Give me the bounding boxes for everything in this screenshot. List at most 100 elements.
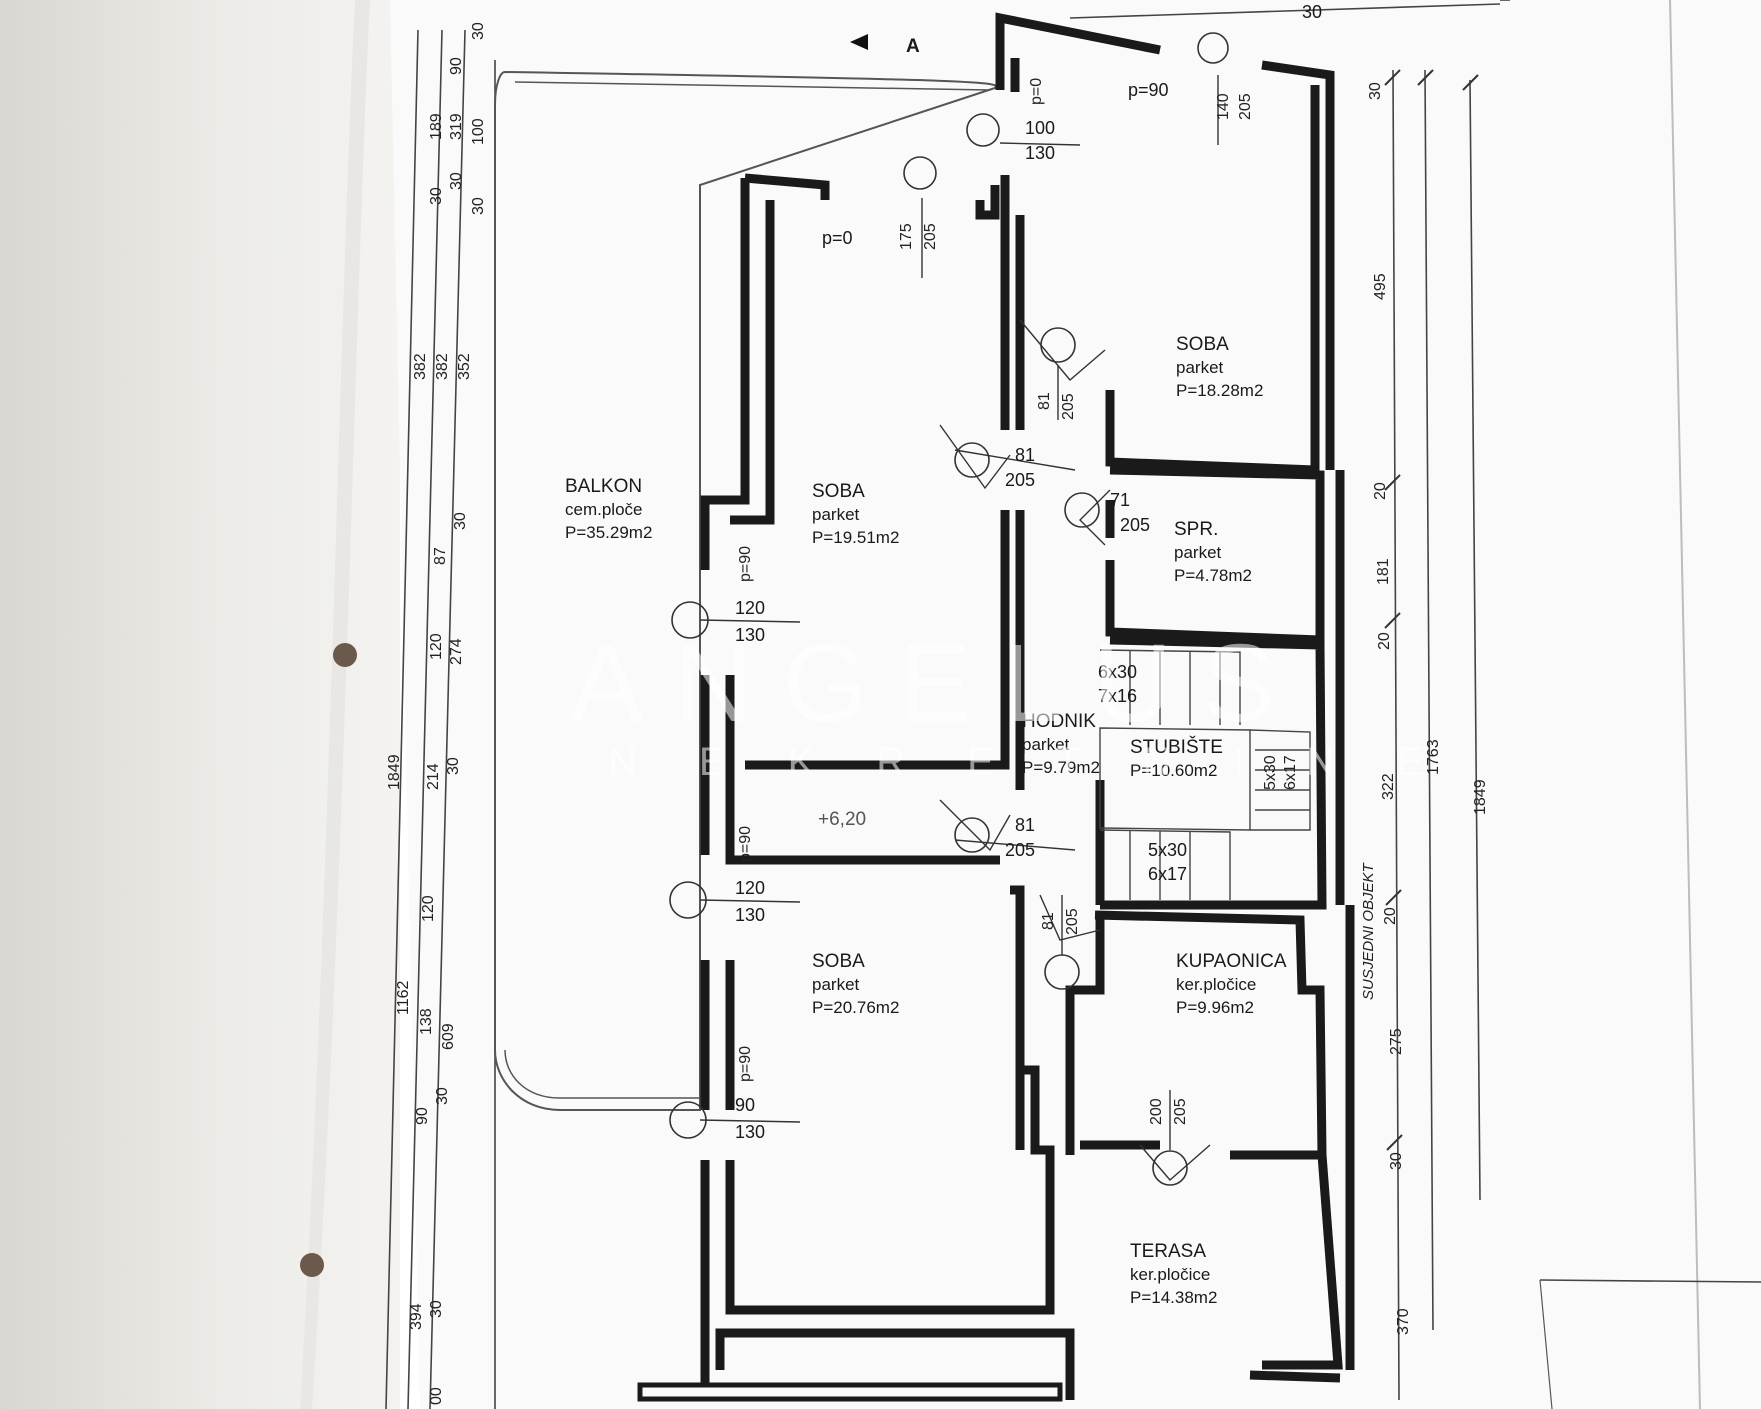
window-width: 120	[735, 878, 766, 898]
opening-width: 81	[1036, 392, 1053, 410]
right-dim-ticks	[1384, 69, 1479, 1151]
left-dim: 382	[412, 353, 429, 380]
window-height: 130	[735, 625, 766, 645]
stair-dim: 6x30	[1098, 662, 1138, 682]
opening-height: 130	[1025, 143, 1056, 163]
right-dim: 30	[1388, 1152, 1405, 1170]
left-dim: 214	[425, 763, 442, 790]
parapet-label: p=90	[737, 1045, 754, 1082]
left-dim: 100	[470, 118, 487, 145]
room-name: TERASA	[1130, 1241, 1207, 1262]
stair-lines	[1099, 649, 1311, 900]
room-area: P=9.96m2	[1176, 998, 1254, 1017]
window-height: 130	[735, 1122, 766, 1142]
room-finish: cem.ploče	[565, 500, 643, 519]
opening-width: 81	[1040, 912, 1057, 930]
room-finish: parket	[812, 975, 860, 994]
binder-ring-1	[333, 643, 357, 667]
watermark-sub: NEKRETNINE	[608, 740, 1486, 784]
window-height: 130	[735, 905, 766, 925]
room-name: SOBA	[812, 951, 865, 972]
left-dim: 120	[420, 895, 437, 922]
stair-dim: 7x16	[1098, 686, 1138, 706]
room-name: SOBA	[1176, 334, 1229, 355]
room-stubiste: STUBIŠTE P=10.60m2	[1130, 736, 1223, 782]
room-balkon: BALKON cem.ploče P=35.29m2	[565, 475, 652, 544]
left-dim: 30	[448, 172, 465, 190]
door-leaves	[699, 75, 1219, 1181]
opening-height: 205	[1120, 515, 1151, 535]
opening-height: 205	[1064, 908, 1081, 935]
left-dim: 352	[456, 353, 473, 380]
room-spr: SPR. parket P=4.78m2	[1174, 518, 1252, 587]
room-name: HODNIK	[1022, 711, 1096, 732]
level-mark: +6,20	[818, 809, 867, 830]
room-area: P=10.60m2	[1130, 761, 1218, 780]
left-dim: 394	[408, 1303, 425, 1330]
right-dim: 20	[1376, 632, 1393, 650]
room-area: P=9.79m2	[1022, 758, 1100, 777]
bottom-wall	[637, 1382, 1063, 1402]
left-dim: 30	[452, 512, 469, 530]
parapet-label: p=90	[1128, 80, 1169, 100]
opening-width: 71	[1110, 490, 1131, 510]
opening-width: 100	[1025, 118, 1056, 138]
watermark-brand: ANGELUS	[570, 622, 1306, 745]
room-name: SOBA	[812, 481, 865, 502]
room-name: STUBIŠTE	[1130, 737, 1223, 758]
walls	[700, 12, 1355, 1400]
neighbor-label: SUSJEDNI OBJEKT	[1360, 863, 1377, 1000]
stair-dim: 6x17	[1148, 864, 1188, 884]
room-finish: ker.pločice	[1176, 975, 1257, 994]
right-dim: 20	[1372, 482, 1389, 500]
stair-dim: 5x30	[1148, 840, 1188, 860]
room-name: KUPAONICA	[1176, 951, 1287, 972]
left-dim: 120	[428, 633, 445, 660]
left-dim: 30	[445, 757, 462, 775]
window-width: 120	[735, 598, 766, 618]
opening-height: 205	[1005, 840, 1036, 860]
parapet-label: p=90	[737, 825, 754, 862]
opening-width: 175	[898, 223, 915, 250]
room-area: P=35.29m2	[565, 523, 653, 542]
parapet-label: p=0	[1028, 77, 1045, 105]
right-dim: 495	[1372, 273, 1389, 300]
left-dim: 30	[434, 1087, 451, 1105]
room-finish: parket	[1176, 358, 1224, 377]
room-finish: parket	[1174, 543, 1222, 562]
balcony-outline	[494, 70, 997, 1111]
opening-height: 205	[1005, 470, 1036, 490]
opening-width: 140	[1215, 93, 1232, 120]
section-arrow	[850, 34, 868, 50]
right-dim: 181	[1375, 558, 1392, 585]
room-area: P=19.51m2	[812, 528, 900, 547]
left-dim: 90	[448, 57, 465, 75]
page-curl	[300, 0, 370, 1409]
room-soba-ne: SOBA parket P=18.28m2	[1176, 333, 1263, 402]
left-dim: 87	[432, 547, 449, 565]
parapet-label: p=90	[737, 545, 754, 582]
right-dim: 370	[1395, 1308, 1412, 1335]
sheet-edge	[1669, 0, 1701, 1409]
room-area: P=18.28m2	[1176, 381, 1264, 400]
room-terasa: TERASA ker.pločice P=14.38m2	[1130, 1240, 1217, 1309]
left-dim: 30	[470, 197, 487, 215]
right-dim: 20	[1382, 907, 1399, 925]
top-dimension-line	[1069, 3, 1501, 19]
room-finish: parket	[812, 505, 860, 524]
room-soba-nw: SOBA parket P=19.51m2	[812, 480, 899, 549]
opening-height: 205	[922, 223, 939, 250]
section-marker: A	[906, 36, 920, 57]
left-dim: 609	[440, 1023, 457, 1050]
opening-width: 200	[1148, 1098, 1165, 1125]
left-dim: 382	[434, 353, 451, 380]
opening-width: 81	[1015, 445, 1036, 465]
room-hodnik: HODNIK parket P=9.79m2	[1022, 710, 1100, 779]
room-kupaonica: KUPAONICA ker.pločice P=9.96m2	[1176, 950, 1287, 1019]
left-dim: 1849	[386, 754, 403, 790]
left-dim: 319	[448, 113, 465, 140]
binder-ring-2	[300, 1253, 324, 1277]
left-dim: 90	[414, 1107, 431, 1125]
